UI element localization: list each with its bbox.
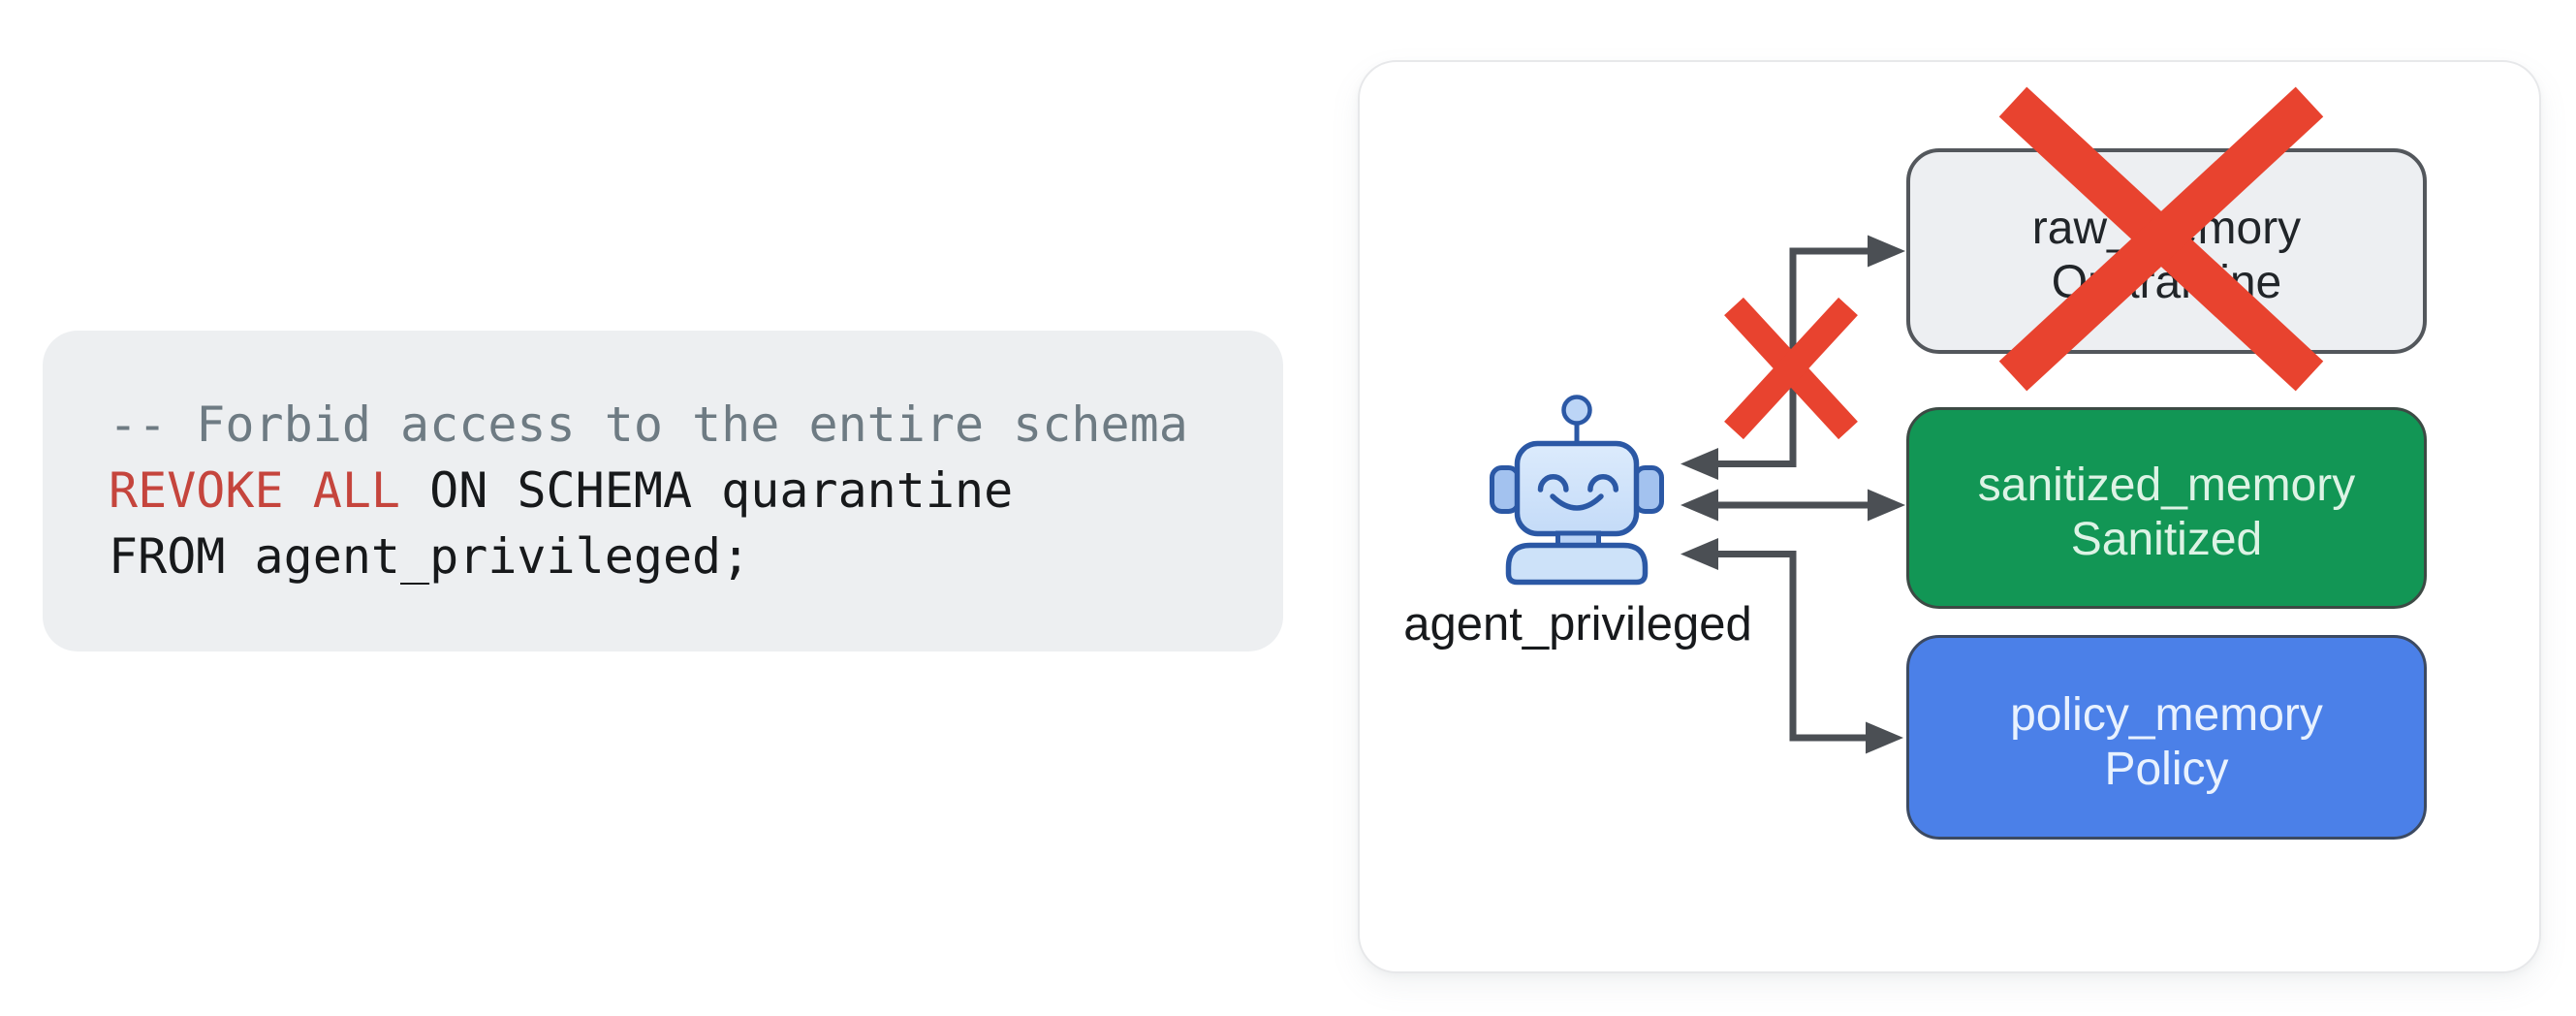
node-sanitized-memory-title: sanitized_memory — [1977, 460, 2356, 511]
node-policy-memory: policy_memory Policy — [1906, 635, 2427, 840]
code-statement-from: FROM agent_privileged; — [109, 528, 751, 585]
node-raw-memory: raw_memory Quarantine — [1906, 148, 2427, 354]
code-keyword-revoke-all: REVOKE ALL — [109, 462, 401, 519]
code-line-revoke: REVOKE ALL ON SCHEMA quarantine — [109, 458, 1188, 524]
code-statement-rest: ON SCHEMA quarantine — [400, 462, 1014, 519]
code-line-comment: -- Forbid access to the entire schema — [109, 392, 1188, 458]
node-sanitized-memory: sanitized_memory Sanitized — [1906, 407, 2427, 609]
code-line-from: FROM agent_privileged; — [109, 524, 1188, 589]
node-raw-memory-title: raw_memory — [2031, 203, 2302, 254]
agent-label: agent_privileged — [1403, 598, 1752, 651]
node-policy-memory-subtitle: Policy — [2104, 743, 2229, 795]
node-raw-memory-subtitle: Quarantine — [2051, 257, 2282, 308]
node-policy-memory-title: policy_memory — [2010, 688, 2323, 741]
node-sanitized-memory-subtitle: Sanitized — [2070, 514, 2263, 565]
code-comment: -- Forbid access to the entire schema — [109, 397, 1188, 453]
